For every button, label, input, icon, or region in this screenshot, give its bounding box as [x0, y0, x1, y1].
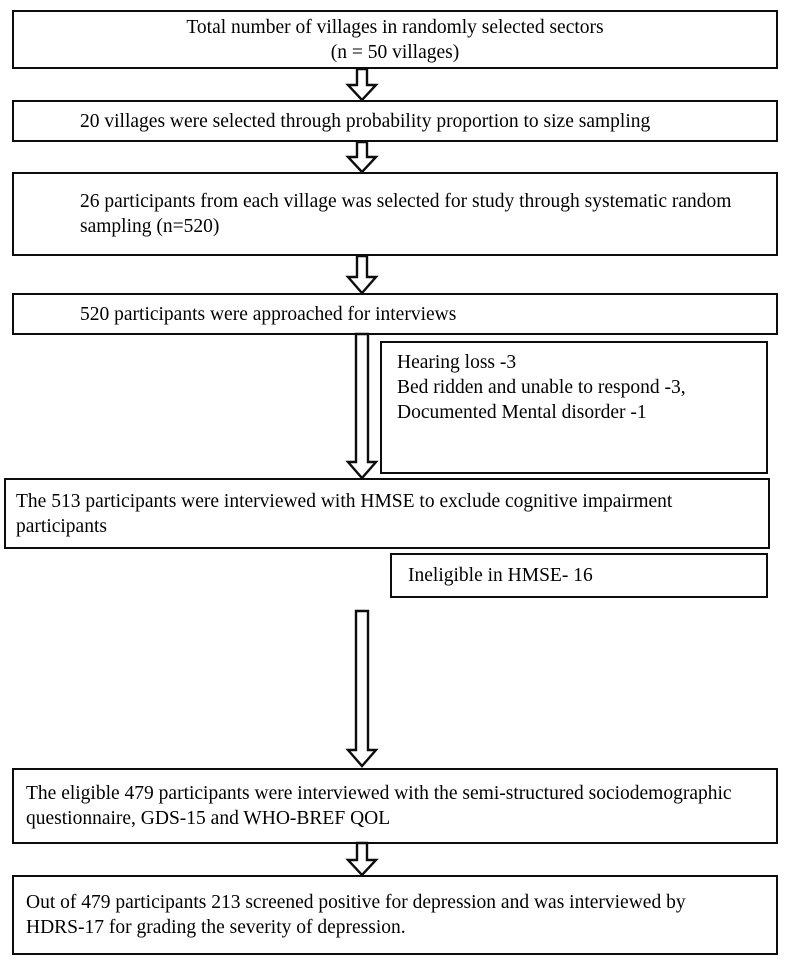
node-ineligible-hmse: Ineligible in HMSE- 16 [390, 553, 768, 598]
node-eligible-interview-label: The eligible 479 participants were inter… [26, 783, 732, 829]
down-arrow-icon-5-long [345, 609, 379, 768]
node-hmse-screen-label: The 513 participants were interviewed wi… [16, 490, 673, 537]
down-arrow-icon-6 [345, 841, 379, 877]
node-systematic-sampling-label: 26 participants from each village was se… [80, 191, 732, 237]
node-total-villages: Total number of villages in randomly sel… [12, 10, 778, 69]
node-total-villages-label: Total number of villages in randomly sel… [186, 16, 604, 63]
down-arrow-icon-2 [345, 140, 379, 174]
node-eligible-interview: The eligible 479 participants were inter… [12, 768, 778, 844]
node-final-outcome: Out of 479 participants 213 screened pos… [12, 875, 778, 955]
node-ineligible-hmse-label: Ineligible in HMSE- 16 [408, 565, 593, 586]
node-systematic-sampling: 26 participants from each village was se… [12, 172, 778, 256]
node-approached: 520 participants were approached for int… [12, 293, 778, 335]
node-exclusions: Hearing loss -3 Bed ridden and unable to… [380, 341, 768, 474]
down-arrow-icon-1 [345, 67, 379, 102]
node-final-outcome-label: Out of 479 participants 213 screened pos… [26, 892, 686, 938]
node-pps-sampling: 20 villages were selected through probab… [12, 100, 778, 142]
down-arrow-icon-4-long [345, 332, 379, 480]
node-approached-label: 520 participants were approached for int… [80, 303, 457, 325]
node-pps-sampling-label: 20 villages were selected through probab… [80, 110, 651, 132]
node-exclusions-label: Hearing loss -3 Bed ridden and unable to… [397, 352, 686, 423]
down-arrow-icon-3 [345, 254, 379, 295]
node-hmse-screen: The 513 participants were interviewed wi… [4, 478, 770, 549]
